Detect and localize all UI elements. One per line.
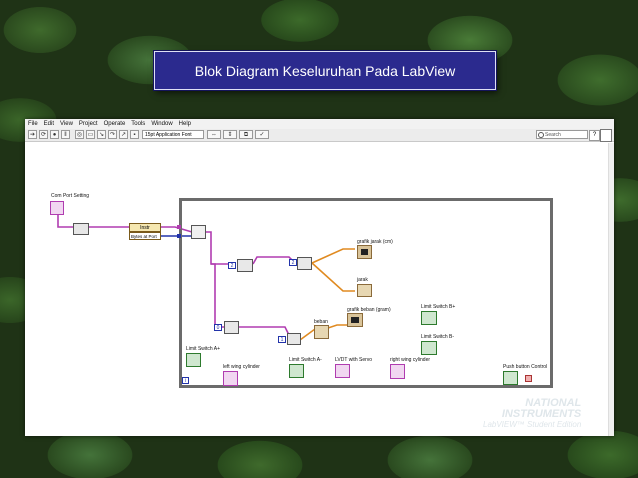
com-port-control[interactable] xyxy=(50,201,64,215)
step-over-icon[interactable]: ↷ xyxy=(108,130,117,139)
limit-switch-b-minus-led[interactable] xyxy=(421,341,437,355)
wire-visa-read xyxy=(161,226,193,233)
menu-operate[interactable]: Operate xyxy=(103,121,126,127)
ni-watermark: NATIONAL INSTRUMENTS LabVIEW™ Student Ed… xyxy=(483,398,581,429)
highlight-execution-icon[interactable]: ◎ xyxy=(75,130,84,139)
numeric-constant[interactable]: 1 xyxy=(278,336,286,343)
loop-iteration-terminal: i xyxy=(182,377,189,384)
wire-jarak-graph xyxy=(311,248,355,264)
abort-icon[interactable]: ● xyxy=(50,130,59,139)
property-bytes-at-port[interactable]: Bytes at Port xyxy=(129,232,161,240)
align-icon[interactable]: ⇔ xyxy=(207,130,221,139)
menu-file[interactable]: File xyxy=(28,121,38,127)
while-loop[interactable] xyxy=(179,198,553,388)
left-wing-label: left wing cylinder xyxy=(223,364,260,370)
watermark-line2: INSTRUMENTS xyxy=(501,408,582,420)
string-subset-node-lower[interactable] xyxy=(224,321,239,334)
wire-main-split xyxy=(206,231,230,265)
search-icon xyxy=(538,132,544,138)
right-wing-cylinder-control[interactable] xyxy=(390,364,405,379)
reorder-icon[interactable]: ⧉ xyxy=(239,130,253,139)
menu-project[interactable]: Project xyxy=(78,121,98,127)
tunnel-blue xyxy=(177,234,181,238)
menu-tools[interactable]: Tools xyxy=(131,121,146,127)
wire-beban-graph xyxy=(324,324,347,330)
grafik-jarak-label: grafik jarak (cm) xyxy=(357,239,393,245)
visa-configure-node[interactable] xyxy=(73,223,89,235)
run-arrow-icon[interactable]: ➔ xyxy=(28,130,37,139)
labview-window: File Edit View Project Operate Tools Win… xyxy=(25,119,614,436)
wire-jarak-indicator xyxy=(311,262,355,292)
push-button-label: Push button Control xyxy=(503,364,548,370)
grafik-jarak-chart[interactable] xyxy=(357,245,372,259)
step-out-icon[interactable]: ↗ xyxy=(119,130,128,139)
limit-switch-a-plus-led[interactable] xyxy=(186,353,201,367)
grafik-beban-chart[interactable] xyxy=(347,313,363,327)
numeric-constant[interactable]: 0 xyxy=(214,324,222,331)
limit-switch-a-plus-label: Limit Switch A+ xyxy=(186,346,221,352)
numeric-constant[interactable]: 2 xyxy=(228,262,236,269)
watermark-line1: NATIONAL xyxy=(525,397,582,409)
right-wing-label: right wing cylinder xyxy=(390,357,431,363)
visa-read-node[interactable] xyxy=(191,225,206,239)
limit-switch-b-plus-label: Limit Switch B+ xyxy=(421,304,456,310)
menu-view[interactable]: View xyxy=(60,121,73,127)
step-into-icon[interactable]: ↘ xyxy=(97,130,106,139)
retain-wire-icon[interactable]: ▭ xyxy=(86,130,95,139)
cleanup-icon[interactable]: ✓ xyxy=(255,130,269,139)
limit-switch-b-plus-led[interactable] xyxy=(421,311,437,325)
string-subset-node-upper[interactable] xyxy=(237,259,253,272)
vi-icon xyxy=(600,129,612,142)
help-button[interactable]: ? xyxy=(589,130,600,141)
font-selector[interactable]: 15pt Application Font xyxy=(142,130,204,139)
search-input[interactable]: Search xyxy=(536,130,588,139)
numeric-constant[interactable]: 2 xyxy=(289,259,297,266)
slide-title: Blok Diagram Keseluruhan Pada LabView xyxy=(154,51,496,90)
toolbar: ➔ ⟳ ● ‖ ◎ ▭ ↘ ↷ ↗ ▪ 15pt Application Fon… xyxy=(25,129,614,142)
stop-condition-icon[interactable] xyxy=(525,375,532,382)
run-continuous-icon[interactable]: ⟳ xyxy=(39,130,48,139)
jarak-indicator[interactable] xyxy=(357,284,372,297)
decimal-string-to-number-lower[interactable] xyxy=(287,333,301,345)
com-port-label: Com Port Setting xyxy=(51,193,90,199)
beban-label: beban xyxy=(314,319,328,325)
distribute-icon[interactable]: ⇕ xyxy=(223,130,237,139)
jarak-label: jarak xyxy=(357,277,368,283)
menu-bar: File Edit View Project Operate Tools Win… xyxy=(25,119,614,129)
property-node-instr[interactable]: Instr xyxy=(129,223,161,232)
menu-help[interactable]: Help xyxy=(178,121,191,127)
vertical-scrollbar[interactable] xyxy=(608,143,614,436)
limit-switch-a-minus-led[interactable] xyxy=(289,364,304,378)
search-placeholder: Search xyxy=(545,132,561,138)
menu-edit[interactable]: Edit xyxy=(43,121,55,127)
beban-indicator[interactable] xyxy=(314,325,329,339)
lvdt-label: LVDT with Servo xyxy=(335,357,373,363)
breakpoint-icon[interactable]: ▪ xyxy=(130,130,139,139)
pause-icon[interactable]: ‖ xyxy=(61,130,70,139)
tunnel-pink xyxy=(177,225,181,229)
menu-window[interactable]: Window xyxy=(151,121,173,127)
left-wing-cylinder-control[interactable] xyxy=(223,371,238,386)
lvdt-control[interactable] xyxy=(335,364,350,378)
limit-switch-b-minus-label: Limit Switch B- xyxy=(421,334,455,340)
grafik-beban-label: grafik beban (gram) xyxy=(347,307,391,313)
push-button-control[interactable] xyxy=(503,371,518,385)
watermark-line3: LabVIEW™ Student Edition xyxy=(483,420,582,429)
limit-switch-a-minus-label: Limit Switch A- xyxy=(289,357,322,363)
decimal-string-to-number-upper[interactable] xyxy=(297,257,312,270)
wire-com-port xyxy=(57,209,73,228)
